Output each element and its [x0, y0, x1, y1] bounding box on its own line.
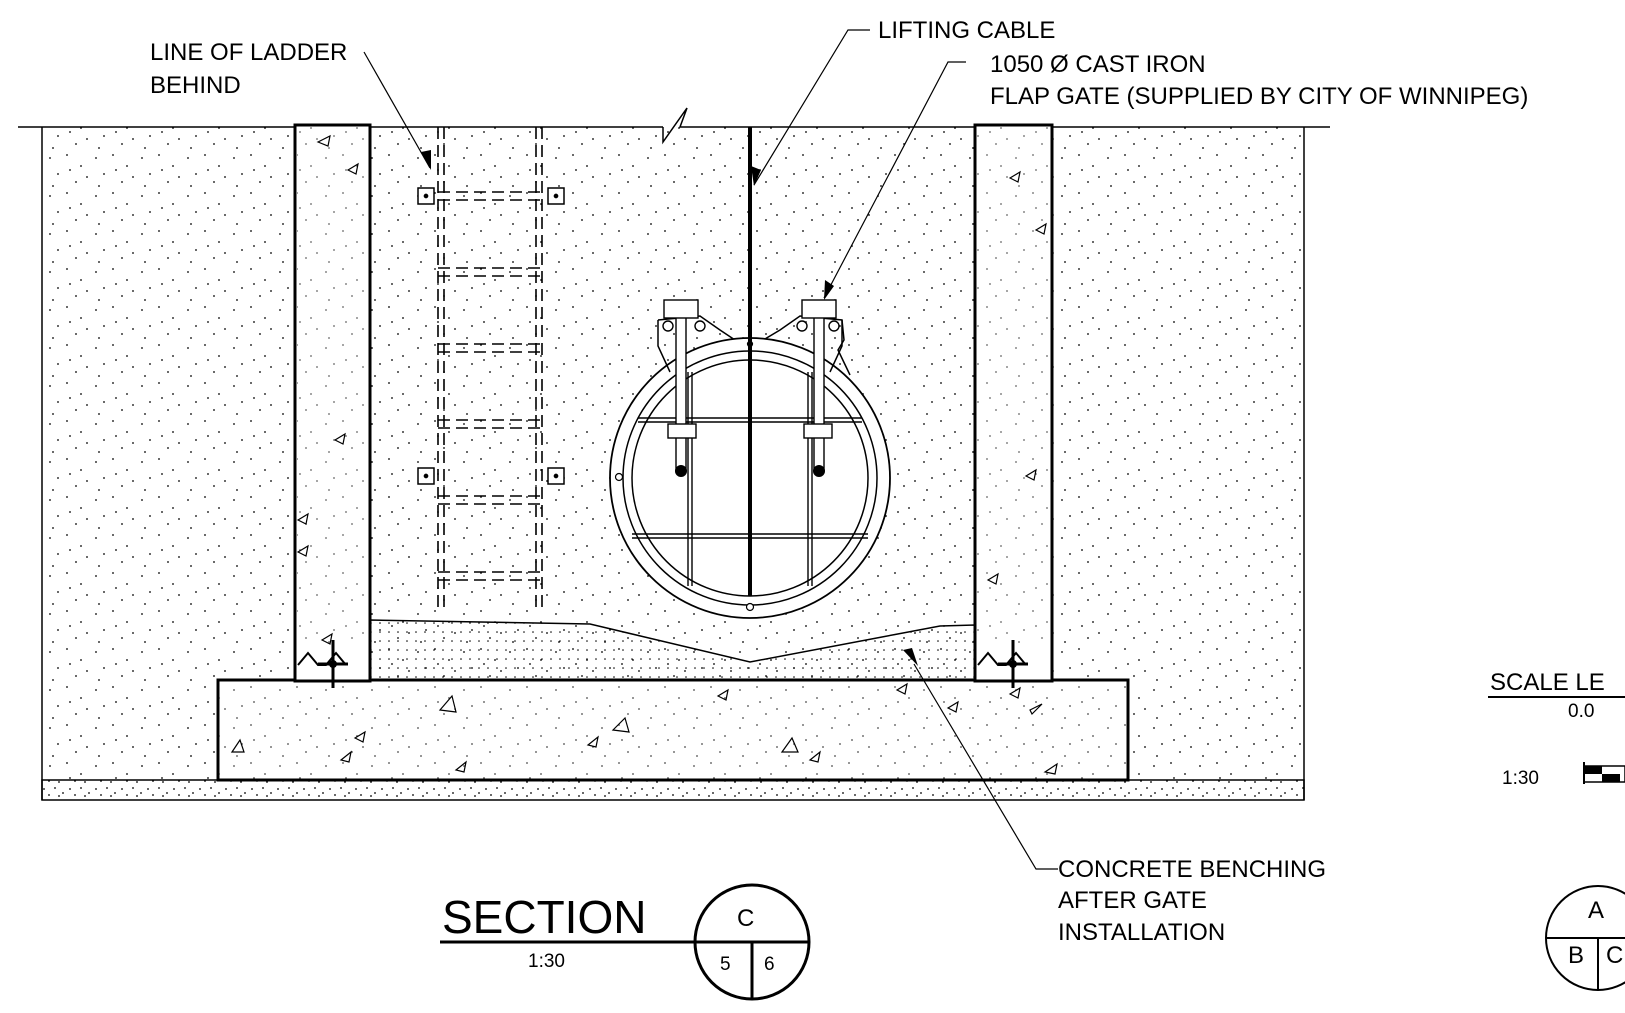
section-marker-left: 5 [720, 954, 731, 975]
benching-label-line3: INSTALLATION [1058, 919, 1225, 946]
aggregate-triangles [230, 682, 1058, 775]
granular-base [41, 779, 1305, 801]
key-marker: A B C [1545, 885, 1625, 991]
scale-legend-ratio: 1:30 [1502, 768, 1539, 789]
benching-label-line2: AFTER GATE [1058, 887, 1207, 914]
ladder-brackets [417, 187, 565, 485]
left-wall [293, 123, 372, 683]
section-marker-right: 6 [764, 954, 775, 975]
flap-gate-label-line1: 1050 Ø CAST IRON [990, 51, 1206, 78]
section-title-block: SECTION 1:30 C 5 6 [440, 883, 811, 1001]
right-wall [973, 123, 1054, 699]
arrowheads [421, 150, 918, 666]
hinge-pin-left [675, 465, 687, 477]
section-title: SECTION [442, 891, 646, 943]
hinge-pin-right [813, 465, 825, 477]
section-scale: 1:30 [528, 951, 565, 972]
waterstop-left [297, 640, 348, 688]
key-marker-bottom-left: B [1568, 942, 1584, 969]
scale-bar [1583, 762, 1625, 784]
hinge-arms [662, 299, 840, 473]
scale-legend-zero: 0.0 [1568, 701, 1594, 722]
lifting-cable-label: LIFTING CABLE [878, 17, 1055, 44]
ladder [437, 127, 543, 612]
scale-legend-title: SCALE LE [1490, 669, 1605, 696]
concrete-benching [369, 619, 976, 682]
ladder-label-line1: LINE OF LADDER [150, 39, 347, 66]
section-marker-letter: C [737, 905, 754, 932]
benching-label-line1: CONCRETE BENCHING [1058, 856, 1326, 883]
scale-legend: SCALE LE 0.0 1:30 [1488, 669, 1625, 789]
leaders [363, 29, 1058, 870]
key-marker-bottom-right: C [1606, 942, 1623, 969]
base-slab [216, 638, 1130, 782]
waterstop-right [977, 640, 1028, 688]
ladder-label-line2: BEHIND [150, 72, 241, 99]
key-marker-top: A [1588, 897, 1604, 924]
flap-gate-label-line2: FLAP GATE (SUPPLIED BY CITY OF WINNIPEG) [990, 83, 1528, 110]
